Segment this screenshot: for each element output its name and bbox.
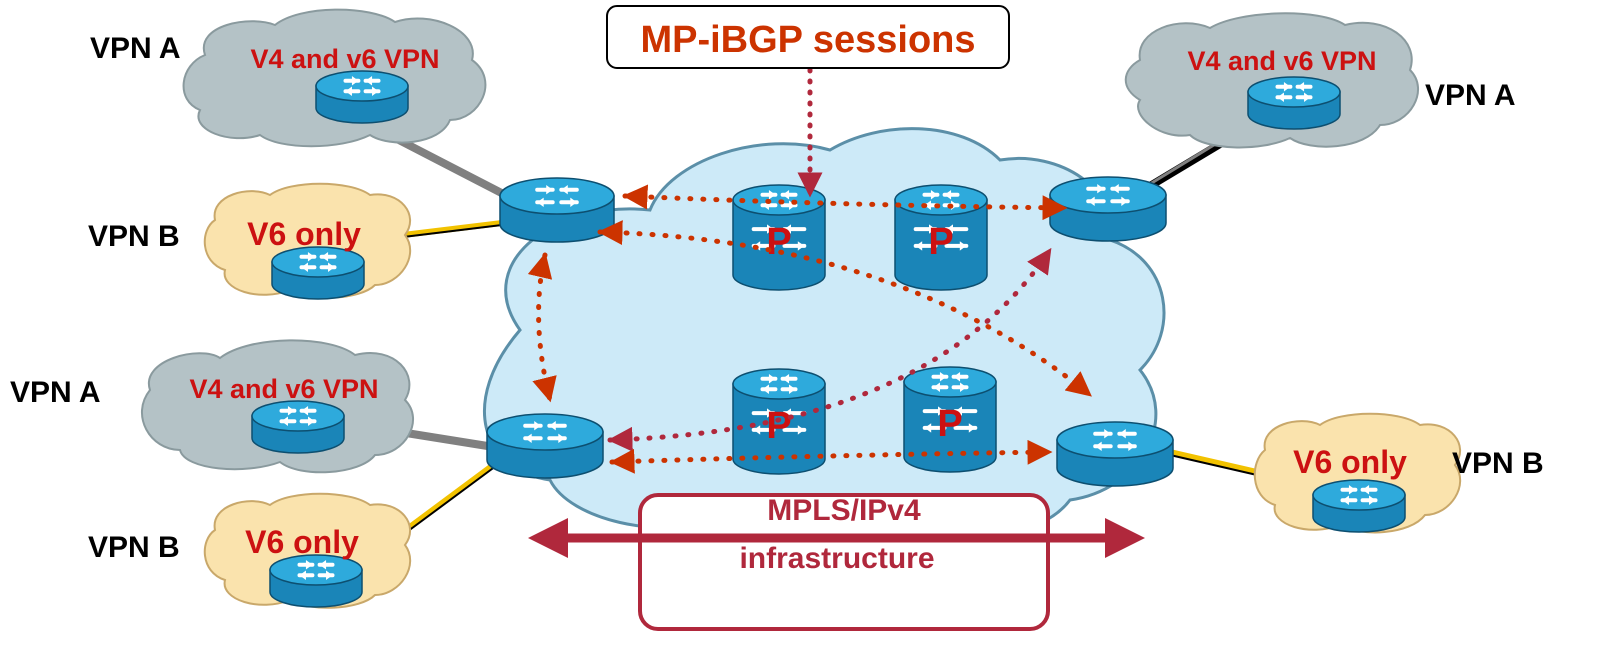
cloud-label-top-left-a: V4 and v6 VPN [250, 44, 439, 74]
infrastructure-label-line1: MPLS/IPv4 [767, 494, 921, 527]
pe-router-top-right [1049, 176, 1167, 242]
infrastructure-arrow-head-right [1105, 518, 1145, 558]
mp-ibgp-callout: MP-iBGP sessions [606, 5, 1010, 69]
cloud-label-top-left-b: V6 only [247, 216, 361, 252]
cloud-label-bottom-left-a: V4 and v6 VPN [189, 374, 378, 404]
p-router-2: P [894, 184, 988, 291]
vpn-b-cloud-bottom-right [1253, 412, 1462, 534]
p-router-4: P [903, 366, 997, 473]
session-lines [527, 67, 1093, 474]
vpn-label-top-right-a: VPN A [1425, 79, 1516, 112]
pe-router-bottom-left [486, 413, 604, 479]
session-pe2-pe4 [609, 439, 1053, 474]
access-links [393, 116, 1271, 541]
infrastructure-box [638, 493, 1050, 631]
cloud-label-top-right-a: V4 and v6 VPN [1187, 46, 1376, 76]
vpn-label-top-left-a: VPN A [90, 32, 181, 65]
p-router-label: P [766, 405, 791, 447]
infrastructure-label-line2: infrastructure [739, 542, 934, 575]
vpn-label-bottom-left-b: VPN B [88, 531, 180, 564]
ce-router-bottom-left-b [269, 554, 363, 608]
ce-router-top-left-a [315, 70, 409, 124]
ce-router-bottom-right-b [1312, 479, 1406, 533]
p-router-label: P [766, 221, 791, 263]
ce-router-bottom-left-a [251, 400, 345, 454]
session-pe1-pe3 [622, 184, 1068, 221]
infrastructure-arrow-head-left [528, 518, 568, 558]
session-pe1-pe2 [527, 252, 557, 403]
p-router-label: P [937, 403, 962, 445]
cloud-label-bottom-right-b: V6 only [1293, 444, 1407, 480]
cloud-label-bottom-left-b: V6 only [245, 524, 359, 560]
pe-router-bottom-right [1056, 421, 1174, 487]
callout-box [606, 5, 1010, 69]
callout-label: MP-iBGP sessions [640, 19, 975, 61]
vpn-label-top-left-b: VPN B [88, 220, 180, 253]
p-router-label: P [928, 221, 953, 263]
ce-router-top-left-b [271, 246, 365, 300]
vpn-label-bottom-left-a: VPN A [10, 376, 101, 409]
infrastructure-group: MPLS/IPv4 infrastructure [528, 493, 1145, 631]
vpn-label-bottom-right-b: VPN B [1452, 447, 1544, 480]
ce-router-top-right-a [1247, 76, 1341, 130]
pe-router-top-left [499, 177, 615, 243]
